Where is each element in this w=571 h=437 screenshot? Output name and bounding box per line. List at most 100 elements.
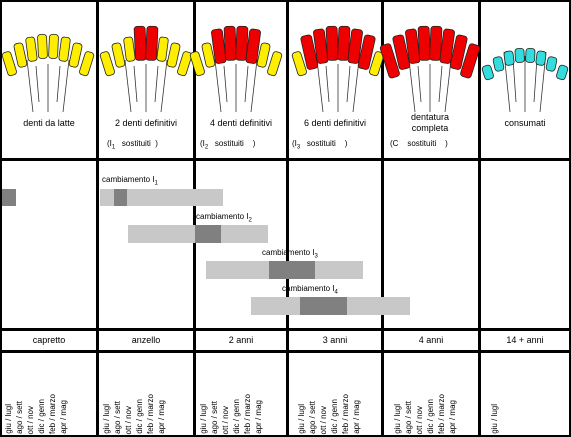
jaw-4 (291, 25, 385, 113)
permanent-tooth (133, 25, 147, 61)
month-label: giu / lugl (4, 404, 13, 434)
stage-note-4: (I2 sostituiti ) (200, 139, 256, 151)
stage-title-complete: dentatura completa (410, 112, 450, 133)
stage-note-complete: (C sostituiti ) (390, 139, 448, 148)
permanent-tooth (325, 25, 339, 61)
jaw-stem (124, 59, 168, 113)
milk-tooth (58, 36, 71, 62)
permanent-tooth (337, 25, 351, 61)
label-change-4: cambiamento I4 (282, 284, 338, 296)
month-label: feb / marzo (341, 393, 350, 434)
jaw-3 (189, 25, 283, 113)
permanent-tooth (439, 28, 455, 64)
permanent-tooth (460, 43, 481, 79)
permanent-tooth (514, 47, 525, 63)
col-divider-3 (286, 0, 289, 437)
stage-title-4: 4 denti definitivi (209, 118, 273, 128)
milk-tooth (37, 33, 48, 59)
permanent-tooth (245, 28, 261, 64)
stage-note-6: (I3 sostituiti ) (292, 139, 348, 151)
permanent-tooth (405, 28, 421, 64)
month-label: ott / nov (26, 405, 35, 434)
col-divider-4 (381, 0, 384, 437)
milk-tooth (99, 51, 115, 77)
age-4-anni: 4 anni (418, 335, 444, 345)
bar-change-1-peak (114, 189, 127, 206)
jaw-stem (26, 59, 70, 113)
milk-tooth (1, 51, 17, 77)
milk-tooth (79, 51, 95, 77)
milk-tooth (111, 42, 126, 68)
bar-change-1 (100, 189, 223, 206)
jaw-2 (99, 25, 193, 113)
month-label: feb / marzo (243, 393, 252, 434)
permanent-tooth (379, 43, 400, 79)
milk-tooth (267, 51, 283, 77)
milk-tooth (68, 42, 83, 68)
month-label: giu / lugl (297, 404, 306, 434)
month-label: dic / genn (330, 399, 339, 434)
divider-ages-bottom (0, 350, 571, 353)
milk-tooth (256, 42, 271, 68)
month-label: apr / mag (448, 400, 457, 434)
jaw-stem (214, 59, 258, 113)
permanent-tooth (525, 47, 536, 63)
milk-tooth (48, 33, 59, 59)
milk-tooth (156, 36, 169, 62)
label-change-2: cambiamento I2 (196, 212, 252, 224)
border-bottom (0, 435, 571, 437)
month-group-6: giu / lugl (490, 354, 571, 434)
permanent-tooth (145, 25, 159, 61)
divider-header (0, 158, 571, 161)
jaw-stem (503, 51, 547, 113)
permanent-tooth (481, 64, 494, 81)
jaw-6 (481, 47, 569, 113)
milk-tooth (13, 42, 28, 68)
label-change-3: cambiamento I3 (262, 248, 318, 260)
stage-note-2: (I1 sostituiti ) (107, 139, 158, 151)
month-label: giu / lugl (199, 404, 208, 434)
jaw-stem (408, 59, 452, 113)
stage-title-2: 2 denti definitivi (114, 118, 178, 128)
milk-tooth (291, 51, 307, 77)
permanent-tooth (223, 25, 237, 61)
month-label: apr / mag (157, 400, 166, 434)
month-label: apr / mag (59, 400, 68, 434)
month-label: giu / lugl (490, 404, 499, 434)
bar-change-4-peak (300, 297, 347, 315)
permanent-tooth (313, 28, 329, 64)
border-top (0, 0, 571, 2)
col-divider-5 (478, 0, 481, 437)
permanent-tooth (503, 50, 515, 66)
milk-tooth (369, 51, 385, 77)
border-left (0, 0, 2, 437)
age-anzello: anzello (131, 335, 161, 345)
milk-tooth (123, 36, 136, 62)
milk-tooth (25, 36, 38, 62)
milk-tooth (189, 51, 205, 77)
milk-tooth (166, 42, 181, 68)
month-label: apr / mag (352, 400, 361, 434)
permanent-tooth (417, 25, 431, 61)
border-right (569, 0, 571, 437)
milk-tooth (177, 51, 193, 77)
permanent-tooth (357, 34, 376, 70)
month-label: ott / nov (221, 405, 230, 434)
stage-title-worn: consumati (504, 118, 546, 128)
month-label: dic / genn (37, 399, 46, 434)
permanent-tooth (300, 34, 319, 70)
month-label: ott / nov (124, 405, 133, 434)
month-label: ago / sett (15, 401, 24, 434)
jaw-5 (379, 25, 481, 113)
month-label: dic / genn (135, 399, 144, 434)
permanent-tooth (449, 34, 468, 70)
permanent-tooth (545, 56, 558, 72)
age-3-anni: 3 anni (322, 335, 348, 345)
month-label: dic / genn (426, 399, 435, 434)
bar-milk-stub (2, 189, 16, 206)
